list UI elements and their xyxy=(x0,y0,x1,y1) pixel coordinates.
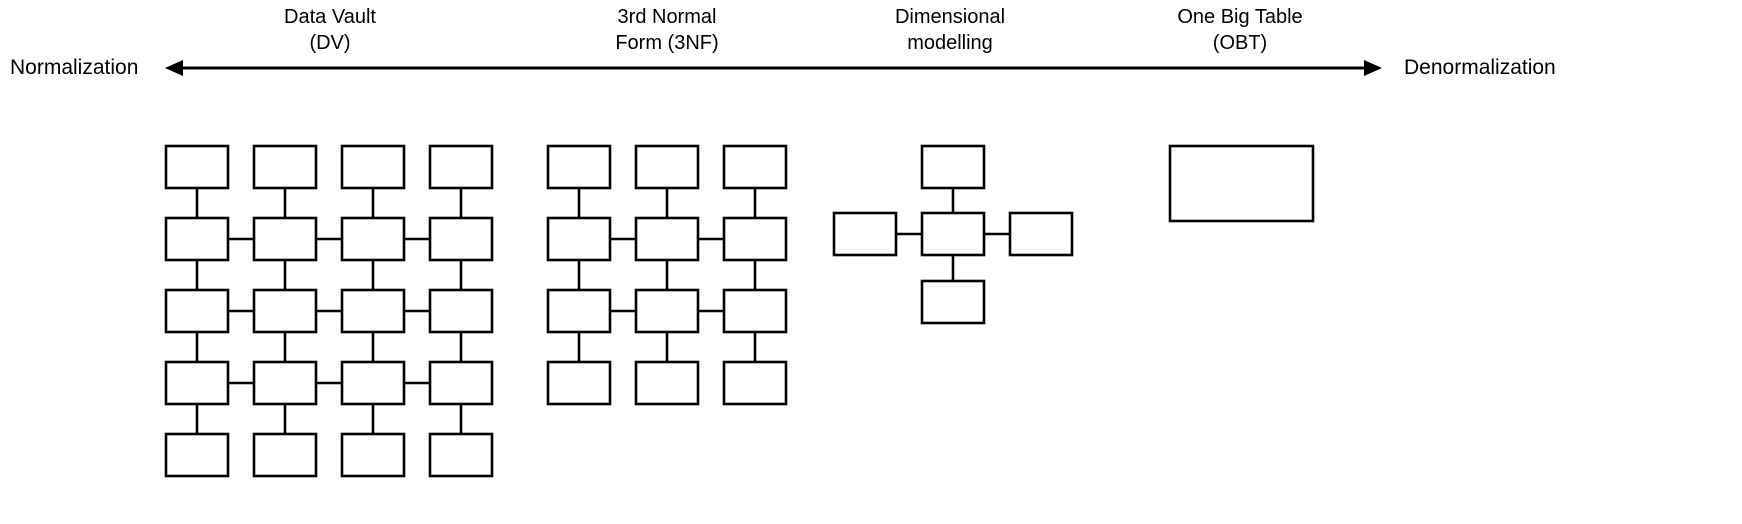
table-node xyxy=(340,216,406,262)
stage-title-dimensional-modelling: Dimensional modelling xyxy=(894,6,1006,54)
table-node xyxy=(428,288,494,334)
table-node xyxy=(252,288,318,334)
one-big-table-box xyxy=(1168,144,1315,223)
third-normal-form-grid xyxy=(546,144,788,406)
table-node xyxy=(164,432,230,478)
table-node xyxy=(722,144,788,190)
table-node xyxy=(546,288,612,334)
stage-title-data-vault: Data Vault (DV) xyxy=(284,6,376,54)
table-node xyxy=(722,288,788,334)
table-node xyxy=(634,144,700,190)
table-node xyxy=(546,144,612,190)
table-node xyxy=(164,144,230,190)
table-node xyxy=(340,432,406,478)
table-node xyxy=(252,144,318,190)
table-node xyxy=(340,288,406,334)
data-vault-grid xyxy=(164,144,494,478)
table-node xyxy=(428,360,494,406)
table-node xyxy=(546,360,612,406)
table-node xyxy=(340,360,406,406)
table-node xyxy=(164,360,230,406)
table-node xyxy=(634,288,700,334)
table-node xyxy=(722,360,788,406)
dimensional-star-schema xyxy=(832,144,1074,325)
table-node xyxy=(252,216,318,262)
table-node xyxy=(634,360,700,406)
table-node xyxy=(428,144,494,190)
stage-title-third-normal-form: 3rd Normal Form (3NF) xyxy=(615,6,719,54)
table-node xyxy=(252,360,318,406)
dimension-table-node xyxy=(832,211,898,257)
fact-table-node xyxy=(920,211,986,257)
normalization-axis-label: Normalization xyxy=(10,56,139,79)
dimension-table-node xyxy=(920,144,986,190)
table-node xyxy=(634,216,700,262)
denormalization-axis-label: Denormalization xyxy=(1404,56,1556,79)
table-node xyxy=(546,216,612,262)
table-node xyxy=(252,432,318,478)
dimension-table-node xyxy=(920,279,986,325)
table-node xyxy=(340,144,406,190)
table-node xyxy=(164,288,230,334)
table-node xyxy=(164,216,230,262)
stage-title-one-big-table: One Big Table (OBT) xyxy=(1177,6,1303,54)
table-node xyxy=(722,216,788,262)
table-node xyxy=(428,216,494,262)
table-node xyxy=(428,432,494,478)
one-big-table-node xyxy=(1168,144,1315,223)
dimension-table-node xyxy=(1008,211,1074,257)
